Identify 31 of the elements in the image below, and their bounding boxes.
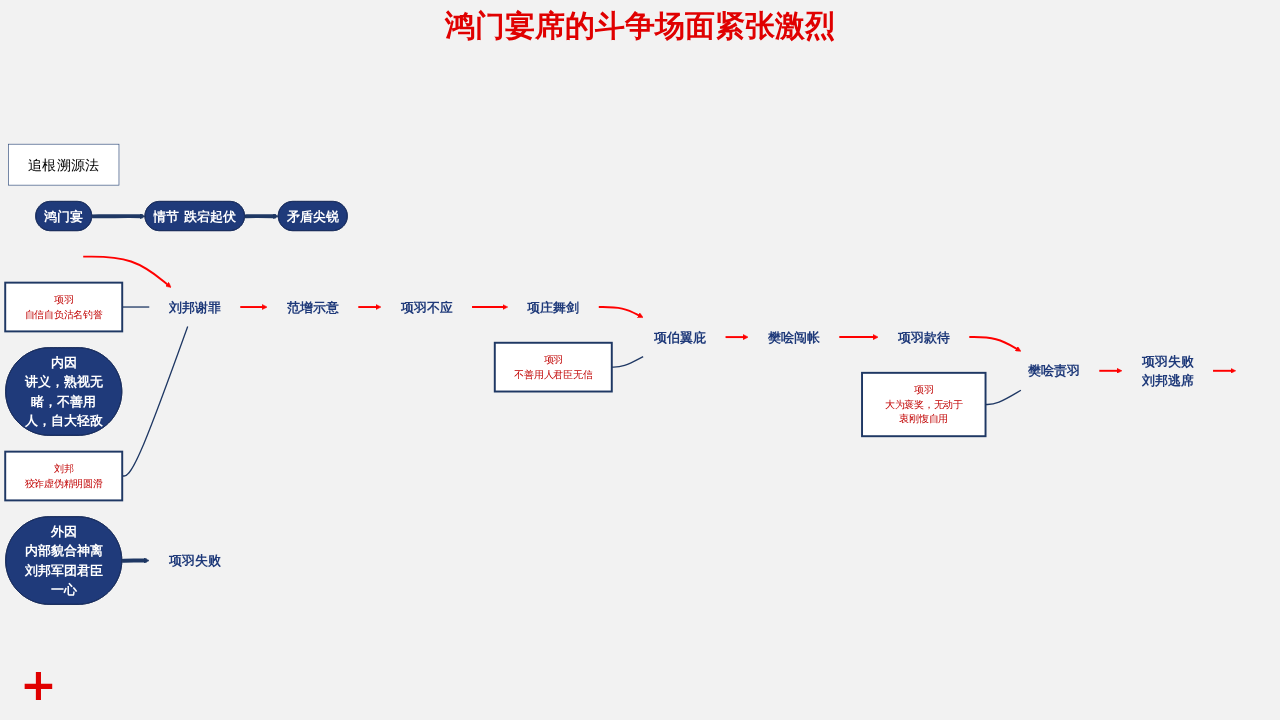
node-text: 樊哙责羽	[1027, 362, 1080, 379]
node-box: 项羽 大为褒奖，无动于衷刚愎自用	[861, 371, 987, 437]
arrow	[838, 333, 879, 340]
arrow	[1098, 367, 1123, 374]
node-text: 项伯翼庇	[654, 328, 707, 345]
node-text: 项羽不应	[400, 298, 453, 315]
arrow	[357, 303, 382, 310]
node-text: 项羽失败 刘邦逃席	[1141, 352, 1194, 389]
node-text: 项庄舞剑	[527, 298, 580, 315]
arrow	[597, 305, 644, 318]
node-text: 项羽失败	[168, 552, 221, 569]
arrow	[244, 213, 279, 219]
node-box: 追根溯源法	[8, 143, 120, 186]
node-text: 范增示意	[286, 298, 339, 315]
arrow	[92, 213, 146, 219]
node-text: 项羽款待	[897, 328, 950, 345]
arrow	[471, 303, 509, 310]
arrow	[968, 335, 1022, 352]
plus-sign: +	[20, 659, 57, 710]
arrow	[724, 333, 749, 340]
node-box: 项羽 不善用人君臣无信	[493, 341, 613, 393]
node-box: 刘邦 狡诈虚伪精明圆滑	[4, 450, 124, 502]
connector	[611, 355, 644, 368]
arrow	[122, 557, 150, 564]
arrow	[1212, 367, 1237, 374]
node-text: 樊哙闯帐	[767, 328, 820, 345]
node-box: 项羽 自信自负沽名钓誉	[4, 281, 124, 333]
arrow	[239, 303, 268, 310]
arrow	[82, 255, 172, 288]
node-text: 刘邦谢罪	[168, 298, 221, 315]
title: 鸿门宴席的斗争场面紧张激烈	[443, 7, 836, 45]
